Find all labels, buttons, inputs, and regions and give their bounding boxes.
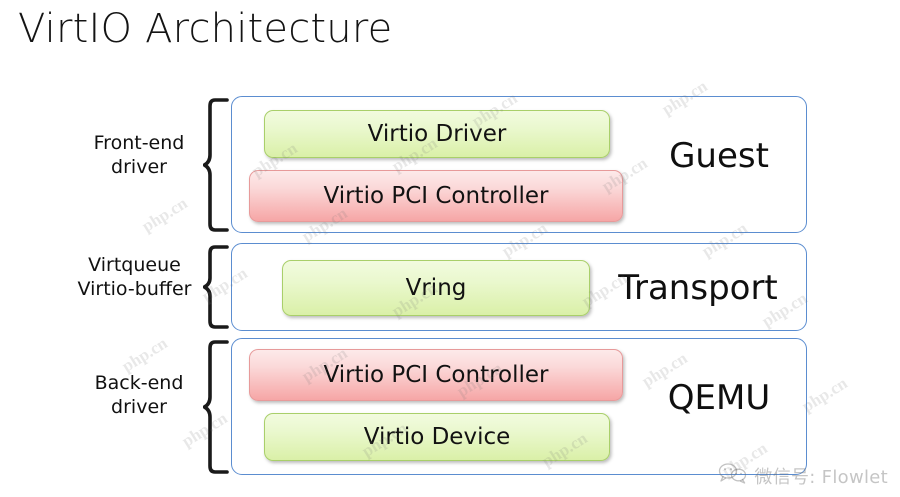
box-virtio-pci-controller-qemu-label: Virtio PCI Controller [323, 362, 549, 388]
section-title-qemu: QEMU [667, 378, 771, 418]
wechat-icon-shape [719, 463, 747, 484]
annotation-back-end-driver-line-2: driver [111, 396, 167, 419]
section-title-transport: Transport [618, 268, 778, 308]
annotation-front-end-driver: Front-end driver [74, 131, 204, 180]
annotation-back-end-driver: Back-end driver [74, 371, 204, 420]
box-virtio-pci-controller-qemu[interactable]: Virtio PCI Controller [249, 349, 623, 401]
box-virtio-device[interactable]: Virtio Device [264, 413, 610, 461]
section-guest: Virtio Driver Virtio PCI Controller Gues… [231, 96, 807, 233]
annotation-virtqueue-line-2: Virtio-buffer [77, 278, 192, 301]
brace-virtqueue-shape [203, 245, 229, 329]
section-title-guest: Guest [669, 136, 769, 176]
box-vring[interactable]: Vring [282, 260, 590, 316]
section-transport: Vring Transport [231, 243, 807, 331]
box-virtio-device-label: Virtio Device [363, 424, 511, 450]
box-virtio-driver-label: Virtio Driver [367, 121, 507, 147]
brace-virtqueue [203, 245, 229, 329]
box-virtio-pci-controller-guest-label: Virtio PCI Controller [323, 183, 549, 209]
annotation-virtqueue-line-1: Virtqueue [88, 254, 181, 276]
wechat-credit: 微信号: Flowlet [718, 462, 888, 489]
brace-front-end-driver-shape [203, 98, 229, 232]
brace-back-end-driver [203, 340, 229, 474]
watermark-text: php.cn [138, 193, 191, 236]
box-vring-label: Vring [405, 275, 467, 301]
box-virtio-driver[interactable]: Virtio Driver [264, 110, 610, 158]
annotation-front-end-driver-line-1: Front-end [93, 132, 185, 154]
annotation-virtqueue: Virtqueue Virtio-buffer [62, 253, 207, 302]
page-title: VirtIO Architecture [18, 6, 393, 52]
box-virtio-pci-controller-guest[interactable]: Virtio PCI Controller [249, 170, 623, 222]
wechat-credit-text: 微信号: Flowlet [754, 466, 888, 488]
wechat-icon [718, 462, 748, 489]
brace-front-end-driver [203, 98, 229, 232]
section-qemu: Virtio PCI Controller Virtio Device QEMU [231, 338, 807, 475]
annotation-back-end-driver-line-1: Back-end [94, 372, 184, 394]
brace-back-end-driver-shape [203, 340, 229, 474]
annotation-front-end-driver-line-2: driver [111, 156, 167, 179]
